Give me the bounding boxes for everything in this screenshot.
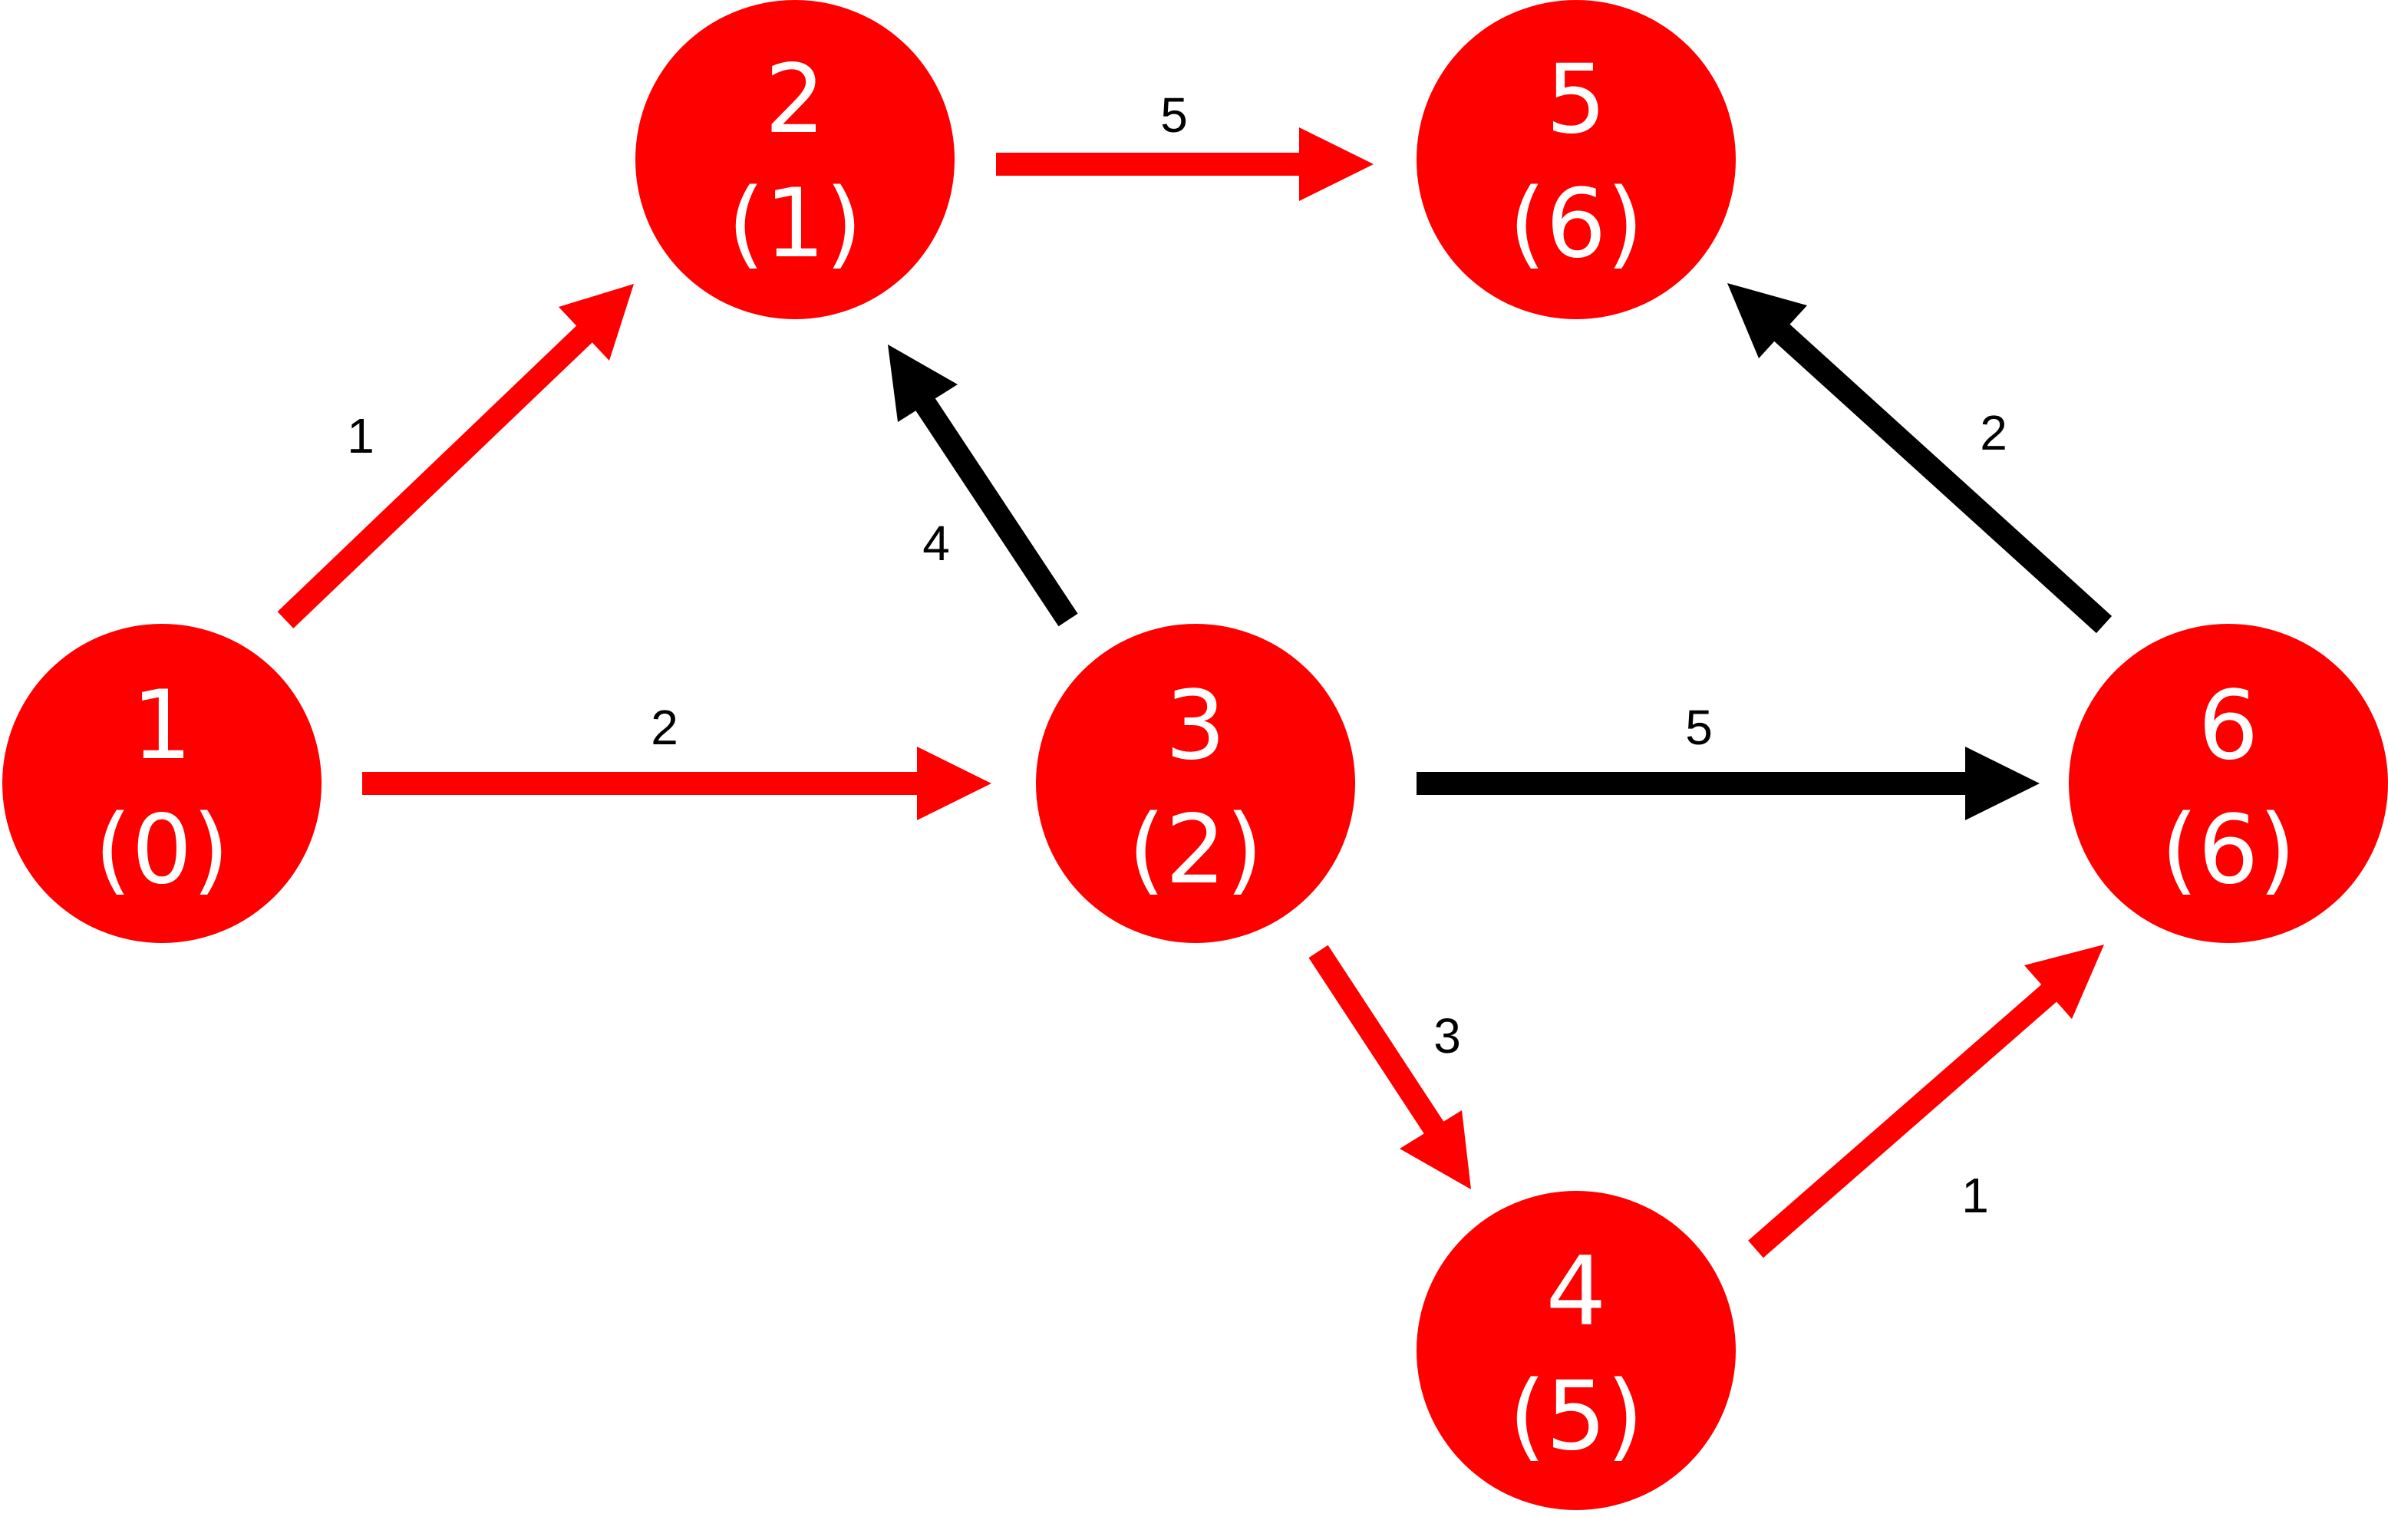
edge-1-3 <box>362 747 991 820</box>
node-1: 1 (0) <box>2 624 322 943</box>
edge-3-4 <box>1308 945 1471 1189</box>
node-1-distance: (0) <box>94 795 229 905</box>
edge-3-6-weight: 5 <box>1685 700 1713 755</box>
edge-3-6 <box>1417 747 2040 820</box>
node-2-label: 2 <box>765 45 826 155</box>
edge-1-3-weight: 2 <box>651 700 678 755</box>
edge-1-2 <box>277 284 634 628</box>
edge-1-2-weight: 1 <box>347 408 374 463</box>
edge-2-5 <box>996 127 1374 201</box>
node-6: 6 (6) <box>2069 624 2388 943</box>
node-5-distance: (6) <box>1509 169 1644 279</box>
edge-3-4-weight: 3 <box>1433 1008 1461 1063</box>
node-1-label: 1 <box>132 671 193 781</box>
edge-4-6-weight: 1 <box>1961 1168 1989 1223</box>
edge-3-2-weight: 4 <box>922 516 950 571</box>
edge-3-2 <box>888 345 1078 627</box>
node-3-label: 3 <box>1166 671 1226 781</box>
node-4: 4 (5) <box>1417 1191 1736 1510</box>
node-5-label: 5 <box>1546 45 1607 155</box>
node-3: 3 (2) <box>1036 624 1355 943</box>
node-2: 2 (1) <box>635 0 955 319</box>
edge-6-5-weight: 2 <box>1980 405 2007 460</box>
edge-2-5-weight: 5 <box>1160 87 1188 143</box>
node-4-label: 4 <box>1546 1237 1607 1347</box>
node-2-distance: (1) <box>727 169 863 279</box>
node-3-distance: (2) <box>1128 795 1263 905</box>
edge-6-5 <box>1727 283 2113 634</box>
node-4-distance: (5) <box>1509 1361 1644 1472</box>
node-5: 5 (6) <box>1417 0 1736 319</box>
edge-4-6 <box>1748 945 2104 1258</box>
node-6-distance: (6) <box>2161 795 2296 905</box>
node-6-label: 6 <box>2198 671 2259 781</box>
